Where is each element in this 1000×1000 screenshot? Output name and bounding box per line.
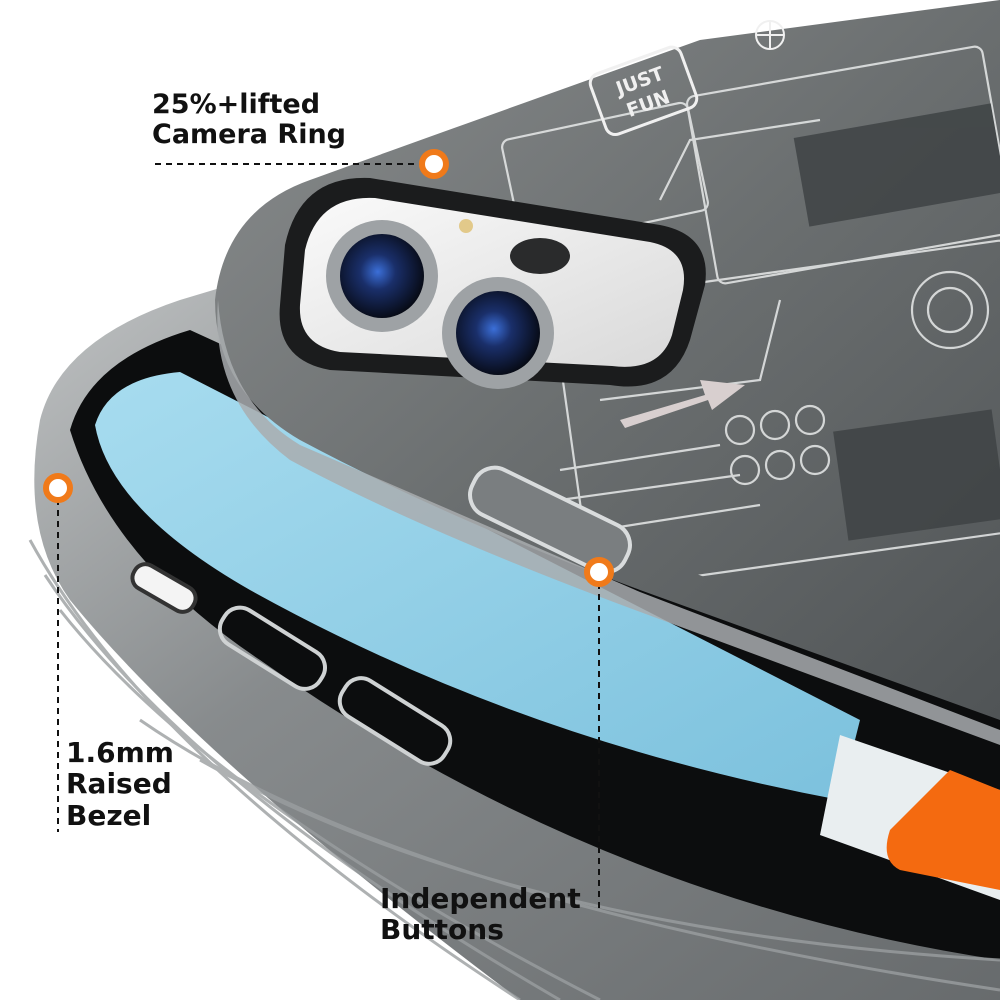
buttons-label-line2: Buttons (380, 913, 504, 947)
arrow-print (620, 380, 745, 428)
camera-ring-label: 25%+lifted Camera Ring (152, 89, 347, 151)
raised-bezel-label-line3: Bezel (66, 798, 152, 832)
badge-print: JUST FUN (588, 45, 699, 137)
screen-wallpaper-orange (886, 770, 1000, 890)
camera-module (279, 177, 706, 389)
camera-lens-bottom (456, 291, 540, 375)
side-button-upper (217, 605, 327, 691)
globe-print (755, 20, 785, 50)
raised-bezel-label-line1: 1.6mm (66, 736, 174, 769)
back-case-edge-highlight (217, 300, 1000, 745)
bezel-marker (43, 473, 73, 503)
raised-bezel-label-line2: Raised (66, 767, 172, 801)
callout-markers (43, 149, 614, 587)
buttons-label-line1: Independent (380, 882, 581, 915)
camera-ring-label-line1: 25%+lifted (152, 89, 321, 120)
side-port-cutout (130, 562, 198, 614)
buttons-label: Independent Buttons (380, 883, 581, 946)
front-phone (28, 285, 1000, 1000)
back-phone-side-button (468, 465, 632, 575)
raised-bezel-label: 1.6mm Raised Bezel (66, 737, 174, 831)
camera-ring-marker (419, 149, 449, 179)
camera-flash (459, 219, 473, 233)
callout-lines (57, 163, 600, 910)
screen-wallpaper-blue (95, 372, 860, 800)
back-phone: JUST FUN (215, 0, 1000, 745)
camera-ring-label-line2: Camera Ring (152, 119, 347, 151)
camera-lens-top (340, 234, 424, 318)
side-button-lower (337, 676, 453, 766)
circuit-print (501, 45, 1000, 591)
front-rim-stripes (28, 539, 1000, 1000)
camera-mic (510, 238, 570, 274)
buttons-marker (584, 557, 614, 587)
